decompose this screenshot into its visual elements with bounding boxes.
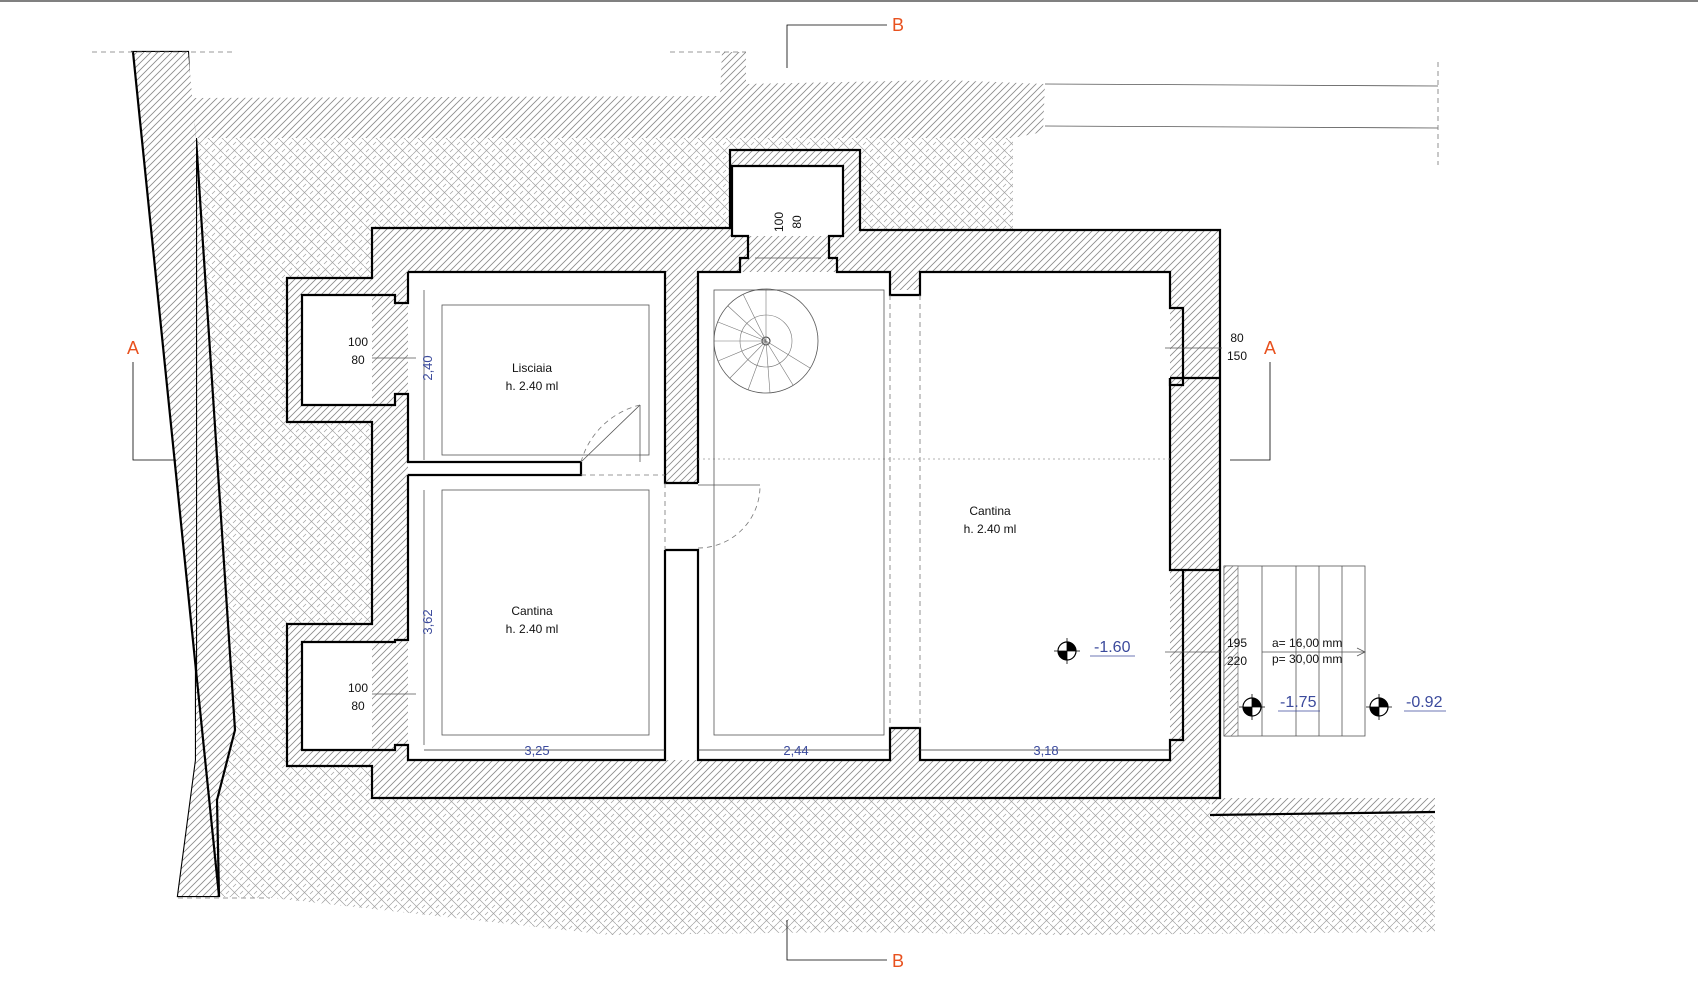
- opening-height: 80: [790, 215, 804, 229]
- section-arrow-icon: B: [892, 951, 904, 971]
- opening-labels: 100 80 100 80 100 80 80 150 195 220: [348, 212, 1247, 713]
- level-value: -0.92: [1406, 694, 1443, 711]
- room-height: h. 2.40 ml: [964, 522, 1017, 536]
- room-labels: Lisciaia h. 2.40 ml Cantina h. 2.40 ml C…: [506, 361, 1017, 636]
- guide-lines: [423, 289, 1170, 745]
- dimension-label: 3,18: [1033, 743, 1058, 758]
- room-name: Cantina: [969, 504, 1011, 518]
- opening-height: 150: [1227, 349, 1247, 363]
- level-value: -1.60: [1094, 639, 1131, 656]
- section-markers: [132, 24, 1271, 961]
- level-marker-icon: [1054, 638, 1080, 664]
- dimension-label: 2,40: [420, 355, 435, 380]
- room-name: Lisciaia: [512, 361, 552, 375]
- room-height: h. 2.40 ml: [506, 379, 559, 393]
- section-arrow-icon: A: [127, 338, 139, 358]
- section-arrow-icon: B: [892, 15, 904, 35]
- property-lines: [92, 51, 1439, 899]
- section-arrow-icon: A: [1264, 338, 1276, 358]
- earth-fill: [178, 138, 1435, 935]
- opening-width: 80: [1230, 331, 1244, 345]
- level-marker-icon: [1366, 694, 1392, 720]
- dimension-label: 3,25: [524, 743, 549, 758]
- level-markers: -1.60 -1.75 -0.92: [1054, 638, 1446, 720]
- dimension-label: 3,62: [420, 609, 435, 634]
- stair-riser: a= 16,00 mm: [1272, 636, 1342, 650]
- opening-height: 220: [1227, 654, 1247, 668]
- stair-tread: p= 30,00 mm: [1272, 652, 1342, 666]
- opening-height: 80: [351, 353, 365, 367]
- dimension-texts: 2,40 3,62 3,25 2,44 3,18: [420, 355, 1059, 758]
- stair-note: a= 16,00 mm p= 30,00 mm: [1272, 636, 1342, 666]
- opening-width: 100: [348, 681, 368, 695]
- opening-width: 100: [348, 335, 368, 349]
- section-labels: B B A A: [127, 15, 1276, 971]
- building-walls: [285, 148, 1222, 800]
- dimension-label: 2,44: [783, 743, 808, 758]
- opening-width: 100: [772, 212, 786, 232]
- window-marks: [372, 257, 1222, 695]
- opening-width: 195: [1227, 636, 1247, 650]
- doors: [580, 404, 761, 550]
- level-marker-icon: [1239, 694, 1265, 720]
- room-height: h. 2.40 ml: [506, 622, 559, 636]
- room-name: Cantina: [511, 604, 553, 618]
- opening-height: 80: [351, 699, 365, 713]
- level-value: -1.75: [1280, 694, 1317, 711]
